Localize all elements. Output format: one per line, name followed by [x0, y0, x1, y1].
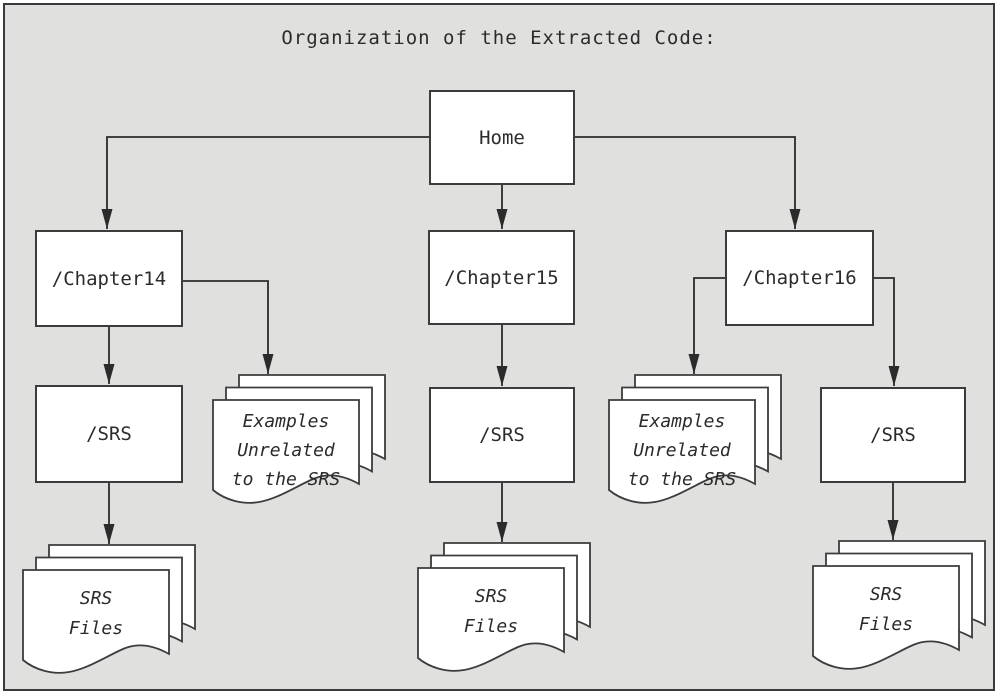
edge-home-chapter16: [575, 136, 801, 229]
node-chapter15: /Chapter15: [428, 230, 575, 325]
node-home-label: Home: [479, 126, 525, 149]
edge-chapter16-srs: [874, 277, 900, 386]
document-label-srs-files-ch14: SRS Files: [68, 588, 124, 639]
node-srs-chapter16-label: /SRS: [870, 424, 916, 446]
node-srs-chapter14-label: /SRS: [86, 423, 132, 445]
document-stack-examples-ch16: [608, 374, 782, 504]
node-chapter16: /Chapter16: [725, 230, 874, 326]
node-srs-chapter14: /SRS: [35, 385, 183, 483]
document-stack-srs-files-ch15: [417, 542, 591, 672]
node-srs-chapter16: /SRS: [820, 387, 966, 483]
diagram-title: Organization of the Extracted Code:: [281, 27, 717, 49]
document-label-srs-files-ch16: SRS Files: [858, 584, 914, 635]
edge-chapter14-examples: [183, 280, 274, 374]
node-home: Home: [429, 90, 575, 185]
document-label-srs-files-ch15: SRS Files: [463, 586, 519, 637]
document-stack-srs-files-ch16: [812, 540, 986, 670]
node-srs-chapter15: /SRS: [429, 387, 575, 483]
node-srs-chapter15-label: /SRS: [479, 424, 525, 446]
edge-chapter16-examples: [688, 277, 725, 374]
node-chapter16-label: /Chapter16: [742, 267, 857, 289]
document-stack-srs-files-ch14: [22, 544, 196, 674]
node-chapter15-label: /Chapter15: [444, 266, 559, 289]
document-stack-examples-ch14: [212, 374, 386, 504]
node-chapter14-label: /Chapter14: [51, 267, 167, 290]
node-chapter14: /Chapter14: [35, 230, 183, 327]
document-label-examples-ch14: Examples Unrelated to the SRS: [231, 410, 341, 490]
document-label-examples-ch16: Examples Unrelated to the SRS: [627, 410, 737, 490]
diagram-canvas: Organization of the Extracted Code:: [3, 3, 995, 691]
edge-home-chapter14: [101, 136, 429, 229]
